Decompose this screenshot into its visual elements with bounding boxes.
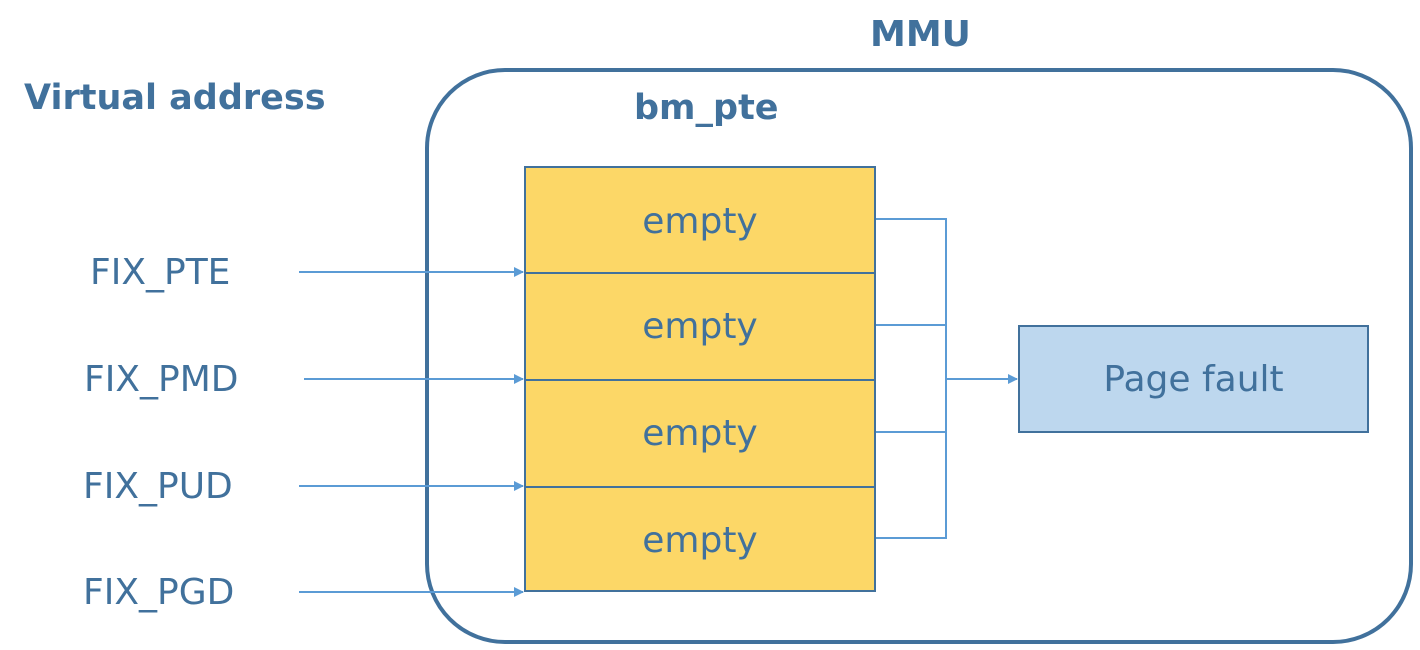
pte-entry-label: empty xyxy=(642,519,758,561)
bm-pte-table: empty empty empty empty xyxy=(524,166,876,592)
pte-entry-label: empty xyxy=(642,200,758,242)
bm-pte-heading: bm_pte xyxy=(634,88,779,128)
pte-entry-label: empty xyxy=(642,305,758,347)
pte-entry-label: empty xyxy=(642,412,758,454)
mmu-container xyxy=(425,68,1413,644)
pte-entry: empty xyxy=(526,168,874,274)
va-label-fix-pud: FIX_PUD xyxy=(83,466,233,507)
mmu-title: MMU xyxy=(870,14,971,55)
pte-entry: empty xyxy=(526,486,874,592)
page-fault-label: Page fault xyxy=(1103,358,1284,400)
page-fault-box: Page fault xyxy=(1018,325,1369,433)
pte-entry: empty xyxy=(526,379,874,485)
va-label-fix-pmd: FIX_PMD xyxy=(84,359,239,400)
va-label-fix-pgd: FIX_PGD xyxy=(83,572,235,613)
virtual-address-heading: Virtual address xyxy=(24,78,326,118)
va-label-fix-pte: FIX_PTE xyxy=(90,252,231,293)
pte-entry: empty xyxy=(526,272,874,378)
